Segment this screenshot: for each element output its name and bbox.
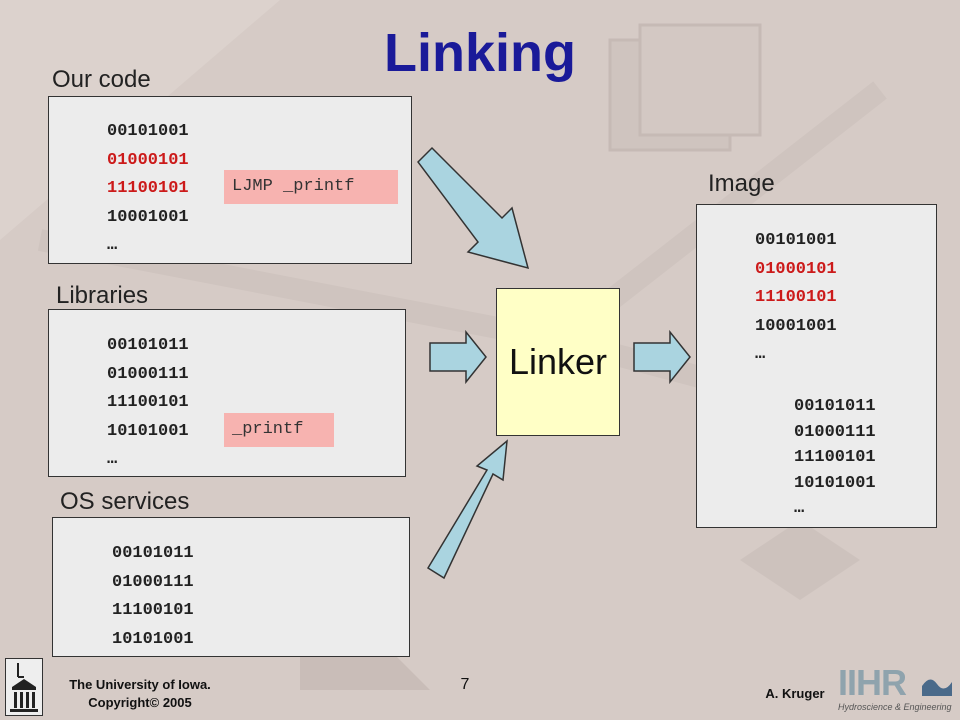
image-listing-library: 00101011 01000111 11100101 10101001 … xyxy=(794,394,876,522)
iihr-logo-text: IIHR xyxy=(838,662,907,703)
code-line: 10101001 xyxy=(107,421,189,441)
code-line-highlight: 11100101 xyxy=(107,179,189,198)
page-number: 7 xyxy=(460,676,470,693)
code-line: 00101011 xyxy=(794,397,876,416)
code-line: 00101001 xyxy=(107,122,189,141)
code-line: 11100101 xyxy=(112,601,194,620)
libraries-label: Libraries xyxy=(56,282,149,309)
arrow-libraries-to-linker xyxy=(429,329,487,385)
our-code-label: Our code xyxy=(52,66,151,93)
code-line: … xyxy=(794,499,805,519)
arrow-os-to-linker xyxy=(426,439,508,580)
iihr-logo-subtext: Hydroscience & Engineering xyxy=(838,702,952,712)
linker-box: Linker xyxy=(496,288,620,436)
code-line: … xyxy=(755,345,766,364)
footer-author: A. Kruger xyxy=(765,686,825,701)
arrow-our-code-to-linker xyxy=(417,146,530,270)
code-line: 10101001 xyxy=(794,473,876,493)
code-line-highlight: 01000101 xyxy=(107,150,189,170)
code-line: 00101011 xyxy=(107,336,189,355)
os-services-box xyxy=(52,517,410,657)
ljmp-printf-tag: LJMP _printf xyxy=(224,170,398,204)
code-line: 11100101 xyxy=(794,448,876,468)
libraries-listing: 00101011 01000111 11100101 10101001 … xyxy=(107,332,189,475)
code-line: 01000111 xyxy=(112,572,194,592)
linker-label: Linker xyxy=(508,341,608,382)
code-line: … xyxy=(107,450,118,469)
code-line: 10101001 xyxy=(112,629,194,649)
os-services-label: OS services xyxy=(60,488,190,515)
os-services-listing: 00101011 01000111 11100101 10101001 xyxy=(112,540,194,654)
university-building-icon xyxy=(10,663,38,712)
footer-university: The University of Iowa. xyxy=(69,677,211,692)
code-line: … xyxy=(107,236,118,255)
image-listing-own: 00101001 01000101 11100101 10001001 … xyxy=(755,227,837,370)
printf-tag: _printf xyxy=(224,413,334,447)
iihr-logo: IIHR Hydroscience & Engineering xyxy=(838,664,954,716)
university-logo xyxy=(5,658,43,716)
code-line: 10001001 xyxy=(755,316,837,336)
arrow-linker-to-image xyxy=(633,329,691,385)
code-line: 10001001 xyxy=(107,207,189,227)
slide-title: Linking xyxy=(384,23,576,83)
iihr-logo-wave xyxy=(922,672,952,696)
code-line: 01000111 xyxy=(107,364,189,384)
our-code-listing: 00101001 01000101 11100101 10001001 … xyxy=(107,118,189,261)
code-line: 00101011 xyxy=(112,544,194,563)
libraries-box xyxy=(48,309,406,477)
image-box xyxy=(696,204,937,528)
code-line-highlight: 01000101 xyxy=(755,259,837,279)
code-line: 01000111 xyxy=(794,422,876,442)
code-line: 00101001 xyxy=(755,231,837,250)
code-line: 11100101 xyxy=(107,393,189,412)
code-line-highlight: 11100101 xyxy=(755,288,837,307)
image-label: Image xyxy=(708,170,775,197)
footer-copyright: Copyright© 2005 xyxy=(88,695,192,710)
